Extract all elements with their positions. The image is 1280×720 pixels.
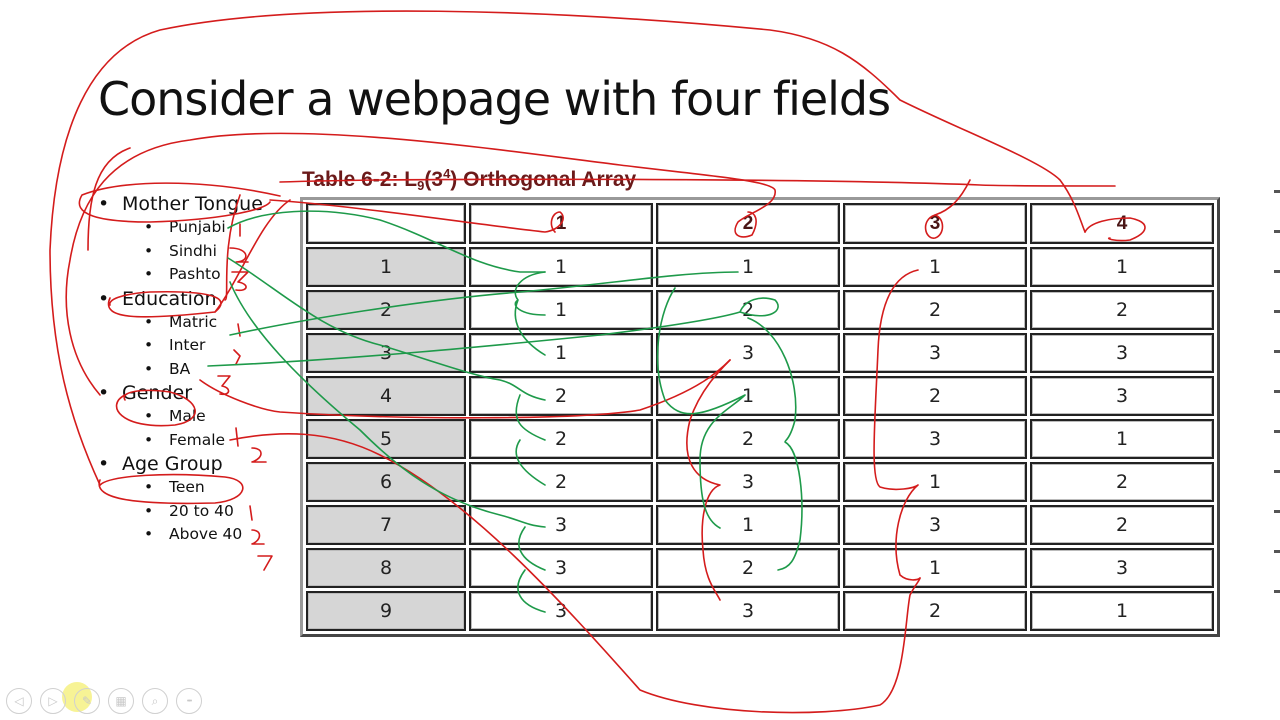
level-cell: 1 <box>1030 591 1214 631</box>
level-cell: 2 <box>469 462 653 502</box>
level-cell: 3 <box>656 462 840 502</box>
run-number-cell: 2 <box>306 290 466 330</box>
option-punjabi: Punjabi <box>98 216 263 240</box>
level-cell: 1 <box>1030 419 1214 459</box>
table-caption: Table 6-2: L9(34) Orthogonal Array <box>302 166 636 193</box>
field-education: Education <box>98 287 263 311</box>
next-slide-button[interactable]: ▷ <box>40 688 66 714</box>
next-slide-preview-edge <box>1274 190 1280 640</box>
more-options-button[interactable]: ••• <box>176 688 202 714</box>
level-cell: 1 <box>843 548 1027 588</box>
level-cell: 1 <box>656 247 840 287</box>
level-cell: 1 <box>1030 247 1214 287</box>
level-cell: 1 <box>469 333 653 373</box>
level-cell: 3 <box>843 333 1027 373</box>
magnifier-icon: ⌕ <box>151 693 159 708</box>
run-number-cell: 9 <box>306 591 466 631</box>
caption-prefix: Table 6-2: L <box>302 168 418 191</box>
slide-title: Consider a webpage with four fields <box>98 72 891 126</box>
option-male: Male <box>98 405 263 429</box>
header-row: 1 2 3 4 <box>306 203 1214 244</box>
previous-slide-button[interactable]: ◁ <box>6 688 32 714</box>
option-sindhi: Sindhi <box>98 240 263 264</box>
run-number-cell: 8 <box>306 548 466 588</box>
level-cell: 3 <box>843 419 1027 459</box>
option-ba: BA <box>98 358 263 382</box>
slideshow-toolbar: ◁ ▷ ✎ ▦ ⌕ ••• <box>6 688 202 714</box>
header-cell: 2 <box>656 203 840 244</box>
zoom-button[interactable]: ⌕ <box>142 688 168 714</box>
run-number-cell: 5 <box>306 419 466 459</box>
header-cell <box>306 203 466 244</box>
run-number-cell: 6 <box>306 462 466 502</box>
pen-icon: ✎ <box>81 694 93 708</box>
header-cell: 4 <box>1030 203 1214 244</box>
slide-sorter-button[interactable]: ▦ <box>108 688 134 714</box>
caption-suffix: ) Orthogonal Array <box>450 168 637 191</box>
previous-icon: ◁ <box>14 694 24 708</box>
level-cell: 2 <box>1030 462 1214 502</box>
level-cell: 2 <box>656 548 840 588</box>
level-cell: 1 <box>843 247 1027 287</box>
level-cell: 2 <box>1030 290 1214 330</box>
level-cell: 2 <box>843 290 1027 330</box>
header-cell: 3 <box>843 203 1027 244</box>
option-20-to-40: 20 to 40 <box>98 500 263 524</box>
level-cell: 1 <box>469 290 653 330</box>
run-number-cell: 3 <box>306 333 466 373</box>
level-cell: 3 <box>469 548 653 588</box>
level-cell: 1 <box>656 505 840 545</box>
level-cell: 3 <box>1030 548 1214 588</box>
next-icon: ▷ <box>48 694 58 708</box>
ellipsis-icon: ••• <box>186 697 192 705</box>
option-above-40: Above 40 <box>98 523 263 547</box>
level-cell: 3 <box>1030 376 1214 416</box>
field-mother-tongue: Mother Tongue <box>98 192 263 216</box>
option-inter: Inter <box>98 334 263 358</box>
option-teen: Teen <box>98 476 263 500</box>
pen-button[interactable]: ✎ <box>74 688 100 714</box>
level-cell: 1 <box>469 247 653 287</box>
caption-base: (3 <box>424 168 444 191</box>
level-cell: 2 <box>656 419 840 459</box>
field-age-group: Age Group <box>98 452 263 476</box>
option-female: Female <box>98 429 263 453</box>
field-gender: Gender <box>98 381 263 405</box>
run-number-cell: 7 <box>306 505 466 545</box>
option-matric: Matric <box>98 311 263 335</box>
grid-icon: ▦ <box>115 694 127 708</box>
run-number-cell: 4 <box>306 376 466 416</box>
level-cell: 2 <box>469 376 653 416</box>
level-cell: 3 <box>656 333 840 373</box>
run-number-cell: 1 <box>306 247 466 287</box>
level-cell: 3 <box>1030 333 1214 373</box>
option-pashto: Pashto <box>98 263 263 287</box>
level-cell: 2 <box>1030 505 1214 545</box>
level-cell: 3 <box>843 505 1027 545</box>
level-cell: 2 <box>469 419 653 459</box>
header-cell: 1 <box>469 203 653 244</box>
level-cell: 3 <box>469 591 653 631</box>
level-cell: 2 <box>656 290 840 330</box>
level-cell: 3 <box>469 505 653 545</box>
level-cell: 1 <box>843 462 1027 502</box>
level-cell: 2 <box>843 591 1027 631</box>
level-cell: 3 <box>656 591 840 631</box>
level-cell: 2 <box>843 376 1027 416</box>
level-cell: 1 <box>656 376 840 416</box>
field-list: Mother Tongue Punjabi Sindhi Pashto Educ… <box>98 192 263 547</box>
